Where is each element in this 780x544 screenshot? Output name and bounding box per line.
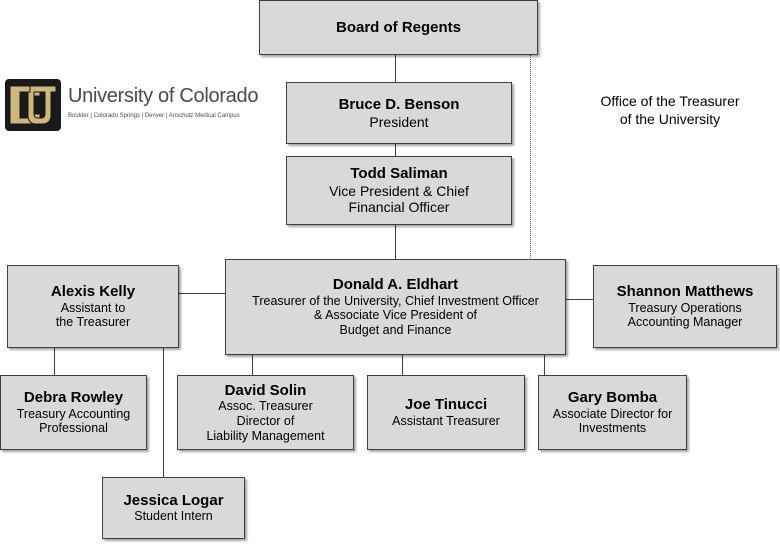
office-label-line2: of the University xyxy=(619,111,721,128)
connector-vp-treasurer xyxy=(395,224,396,260)
asst-treasurer-title-line1: Assistant Treasurer xyxy=(392,413,500,428)
asst-treasurer-name: Joe Tinucci xyxy=(404,396,488,414)
org-box-treasurer: Donald A. Eldhart Treasurer of the Unive… xyxy=(225,259,566,355)
university-logo: University of Colorado Boulder | Colorad… xyxy=(4,77,274,133)
connector-treasurer-david xyxy=(252,354,253,375)
assistant-title-line1: Assistant to xyxy=(60,300,126,315)
assoc-treasurer-title-line1: Assoc. Treasurer xyxy=(218,399,313,414)
org-box-accounting-pro: Debra Rowley Treasury Accounting Profess… xyxy=(0,375,147,450)
vp-title-line2: Financial Officer xyxy=(348,199,450,216)
vp-name: Todd Saliman xyxy=(350,165,448,183)
assoc-director-name: Gary Bomba xyxy=(567,388,658,406)
logo-campuses: Boulder | Colorado Springs | Denver | An… xyxy=(68,113,240,119)
connector-treasurer-joe xyxy=(402,354,403,375)
org-box-intern: Jessica Logar Student Intern xyxy=(102,477,245,539)
connector-treasurer-gary xyxy=(544,354,545,375)
cu-logo-icon xyxy=(5,79,61,131)
ops-manager-name: Shannon Matthews xyxy=(616,282,754,300)
assistant-name: Alexis Kelly xyxy=(50,282,136,300)
ops-manager-title-line2: Accounting Manager xyxy=(627,315,743,330)
org-box-assoc-treasurer: David Solin Assoc. Treasurer Director of… xyxy=(177,375,354,450)
dotted-connector-board-treasurer xyxy=(530,54,531,260)
office-label-line1: Office of the Treasurer xyxy=(600,93,740,109)
treasurer-title-line2: & Associate Vice President of xyxy=(313,308,478,323)
office-label: Office of the Treasurer of the Universit… xyxy=(575,92,765,128)
connector-assistant-intern xyxy=(163,347,164,477)
ops-manager-title-line1: Treasury Operations xyxy=(628,300,742,315)
connector-assistant-treasurer xyxy=(178,293,226,294)
accounting-pro-title-line1: Treasury Accounting xyxy=(16,406,131,421)
intern-name: Jessica Logar xyxy=(123,491,224,509)
treasurer-title-line3: Budget and Finance xyxy=(339,323,452,338)
org-box-vp: Todd Saliman Vice President & Chief Fina… xyxy=(286,156,512,225)
assoc-treasurer-name: David Solin xyxy=(224,381,307,399)
treasurer-title-line1: Treasurer of the University, Chief Inves… xyxy=(252,293,539,308)
accounting-pro-title-line2: Professional xyxy=(39,421,108,436)
accounting-pro-name: Debra Rowley xyxy=(23,388,124,406)
assoc-director-title-line1: Associate Director for xyxy=(552,406,673,421)
assoc-director-title-line2: Investments xyxy=(578,421,647,436)
assistant-title-line2: the Treasurer xyxy=(55,315,131,330)
president-name: Bruce D. Benson xyxy=(338,95,460,113)
connector-president-vp xyxy=(395,143,396,156)
vp-title-line1: Vice President & Chief xyxy=(329,182,469,199)
intern-title-line1: Student Intern xyxy=(134,509,213,524)
assoc-treasurer-title-line3: Liability Management xyxy=(206,428,325,443)
org-box-ops-manager: Shannon Matthews Treasury Operations Acc… xyxy=(593,265,777,348)
connector-assistant-debra xyxy=(54,347,55,375)
assoc-treasurer-title-line2: Director of xyxy=(236,413,295,428)
org-box-asst-treasurer: Joe Tinucci Assistant Treasurer xyxy=(367,375,525,450)
org-box-president: Bruce D. Benson President xyxy=(286,82,512,144)
president-title: President xyxy=(369,113,429,130)
org-box-assistant: Alexis Kelly Assistant to the Treasurer xyxy=(7,265,179,348)
connector-board-president xyxy=(395,54,396,82)
board-name: Board of Regents xyxy=(335,18,461,36)
org-box-assoc-director: Gary Bomba Associate Director for Invest… xyxy=(538,375,687,450)
connector-treasurer-ops xyxy=(566,299,593,300)
org-box-board: Board of Regents xyxy=(259,0,538,55)
treasurer-name: Donald A. Eldhart xyxy=(332,276,459,294)
logo-wordmark: University of Colorado xyxy=(68,85,259,107)
